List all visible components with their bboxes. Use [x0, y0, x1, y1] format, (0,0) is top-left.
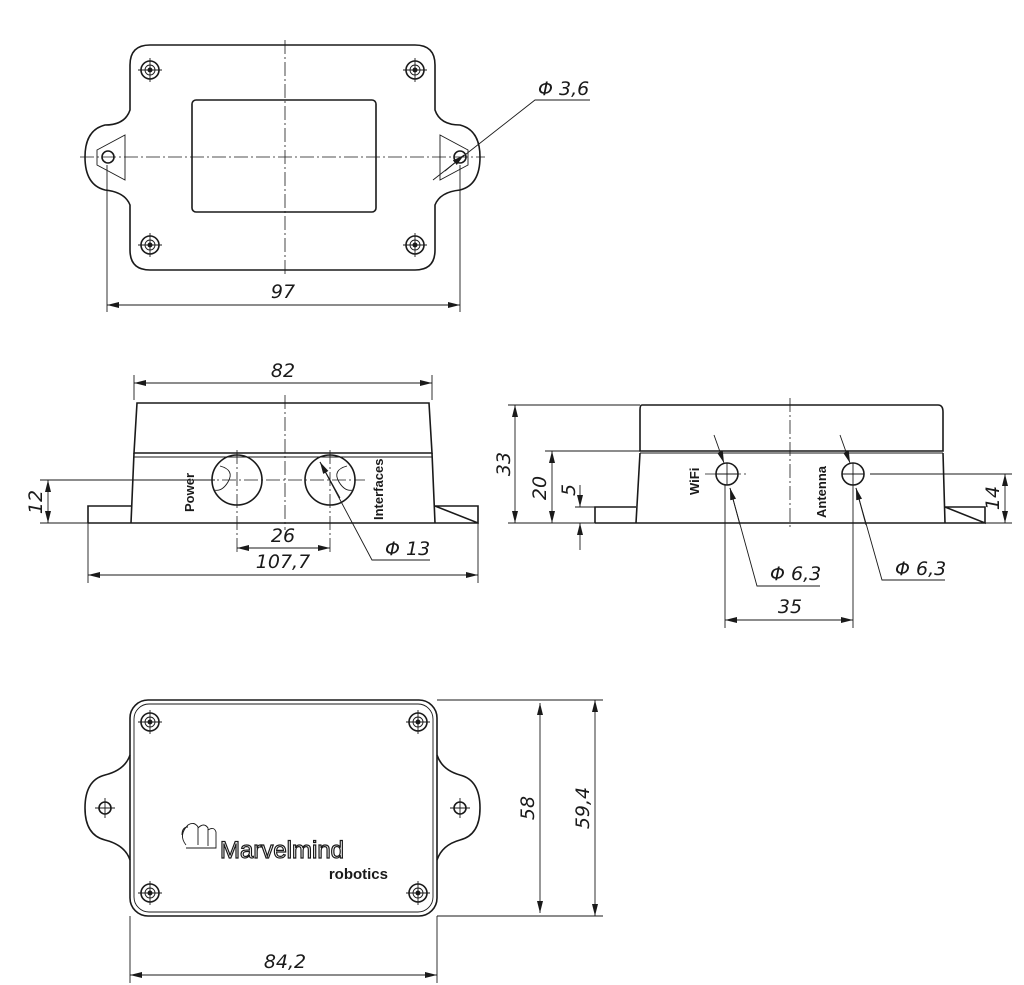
dim-wifi-hole: Φ 6,3 [770, 563, 821, 585]
dim-side-hole-spacing: 35 [778, 596, 802, 618]
dim-bottom-width: 84,2 [264, 951, 306, 973]
dim-antenna-hole: Φ 6,3 [895, 558, 946, 580]
top-view: 97 Φ 3,6 [80, 40, 590, 312]
dim-height-inner: 58 [517, 796, 539, 820]
dim-top-hole: Φ 3,6 [538, 78, 589, 100]
dim-side-hole-height: 14 [982, 486, 1004, 510]
dim-height-outer: 59,4 [572, 787, 594, 829]
front-view: Power Interfaces 82 12 26 107,7 Φ 13 [25, 360, 479, 583]
label-interfaces: Interfaces [371, 459, 386, 520]
dim-total-height: 33 [493, 452, 515, 476]
dim-top-width: 97 [271, 281, 295, 303]
dim-cap-width: 82 [271, 360, 295, 382]
label-wifi: WiFi [687, 468, 702, 495]
side-view: WiFi Antenna 33 20 5 14 35 Φ 6,3 Φ 6,3 [493, 398, 1012, 628]
dim-body-height: 20 [529, 476, 551, 500]
dim-hole-height: 12 [25, 490, 47, 514]
dim-flange: 5 [558, 484, 580, 496]
logo-subtext: robotics [329, 866, 388, 883]
label-power: Power [182, 473, 197, 512]
dim-total-length: 107,7 [256, 551, 310, 573]
label-antenna: Antenna [814, 465, 829, 518]
dim-hole-spacing: 26 [271, 525, 295, 547]
logo-text: Marvelmind [220, 837, 344, 864]
marvelmind-logo: Marvelmind robotics [181, 822, 388, 883]
bottom-view: Marvelmind robotics 58 59,4 84,2 [84, 699, 603, 983]
dim-hole-diameter: Φ 13 [385, 538, 430, 560]
